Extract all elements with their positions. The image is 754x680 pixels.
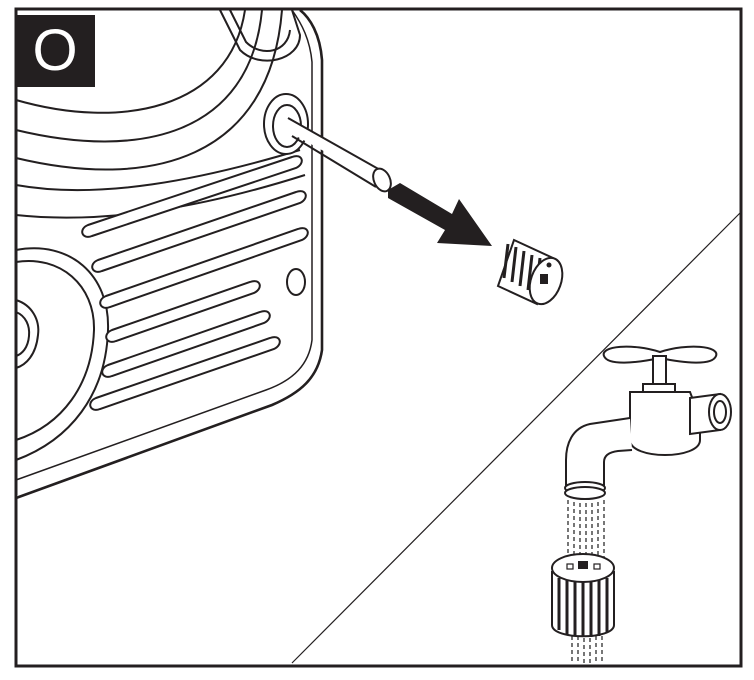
removal-arrow — [388, 183, 492, 246]
screw-hole — [286, 268, 306, 296]
vent-slots — [81, 155, 309, 411]
water-stream — [567, 500, 605, 664]
water-tap — [564, 345, 732, 500]
filter-cap — [496, 238, 564, 306]
outlet-boss — [263, 93, 309, 155]
frame-border — [14, 7, 743, 668]
outlet-pipe — [287, 117, 392, 193]
pump-housing — [15, 8, 324, 500]
step-badge: O — [15, 15, 95, 87]
filter-cap-rinsing — [551, 553, 615, 638]
floor-line — [291, 211, 742, 664]
